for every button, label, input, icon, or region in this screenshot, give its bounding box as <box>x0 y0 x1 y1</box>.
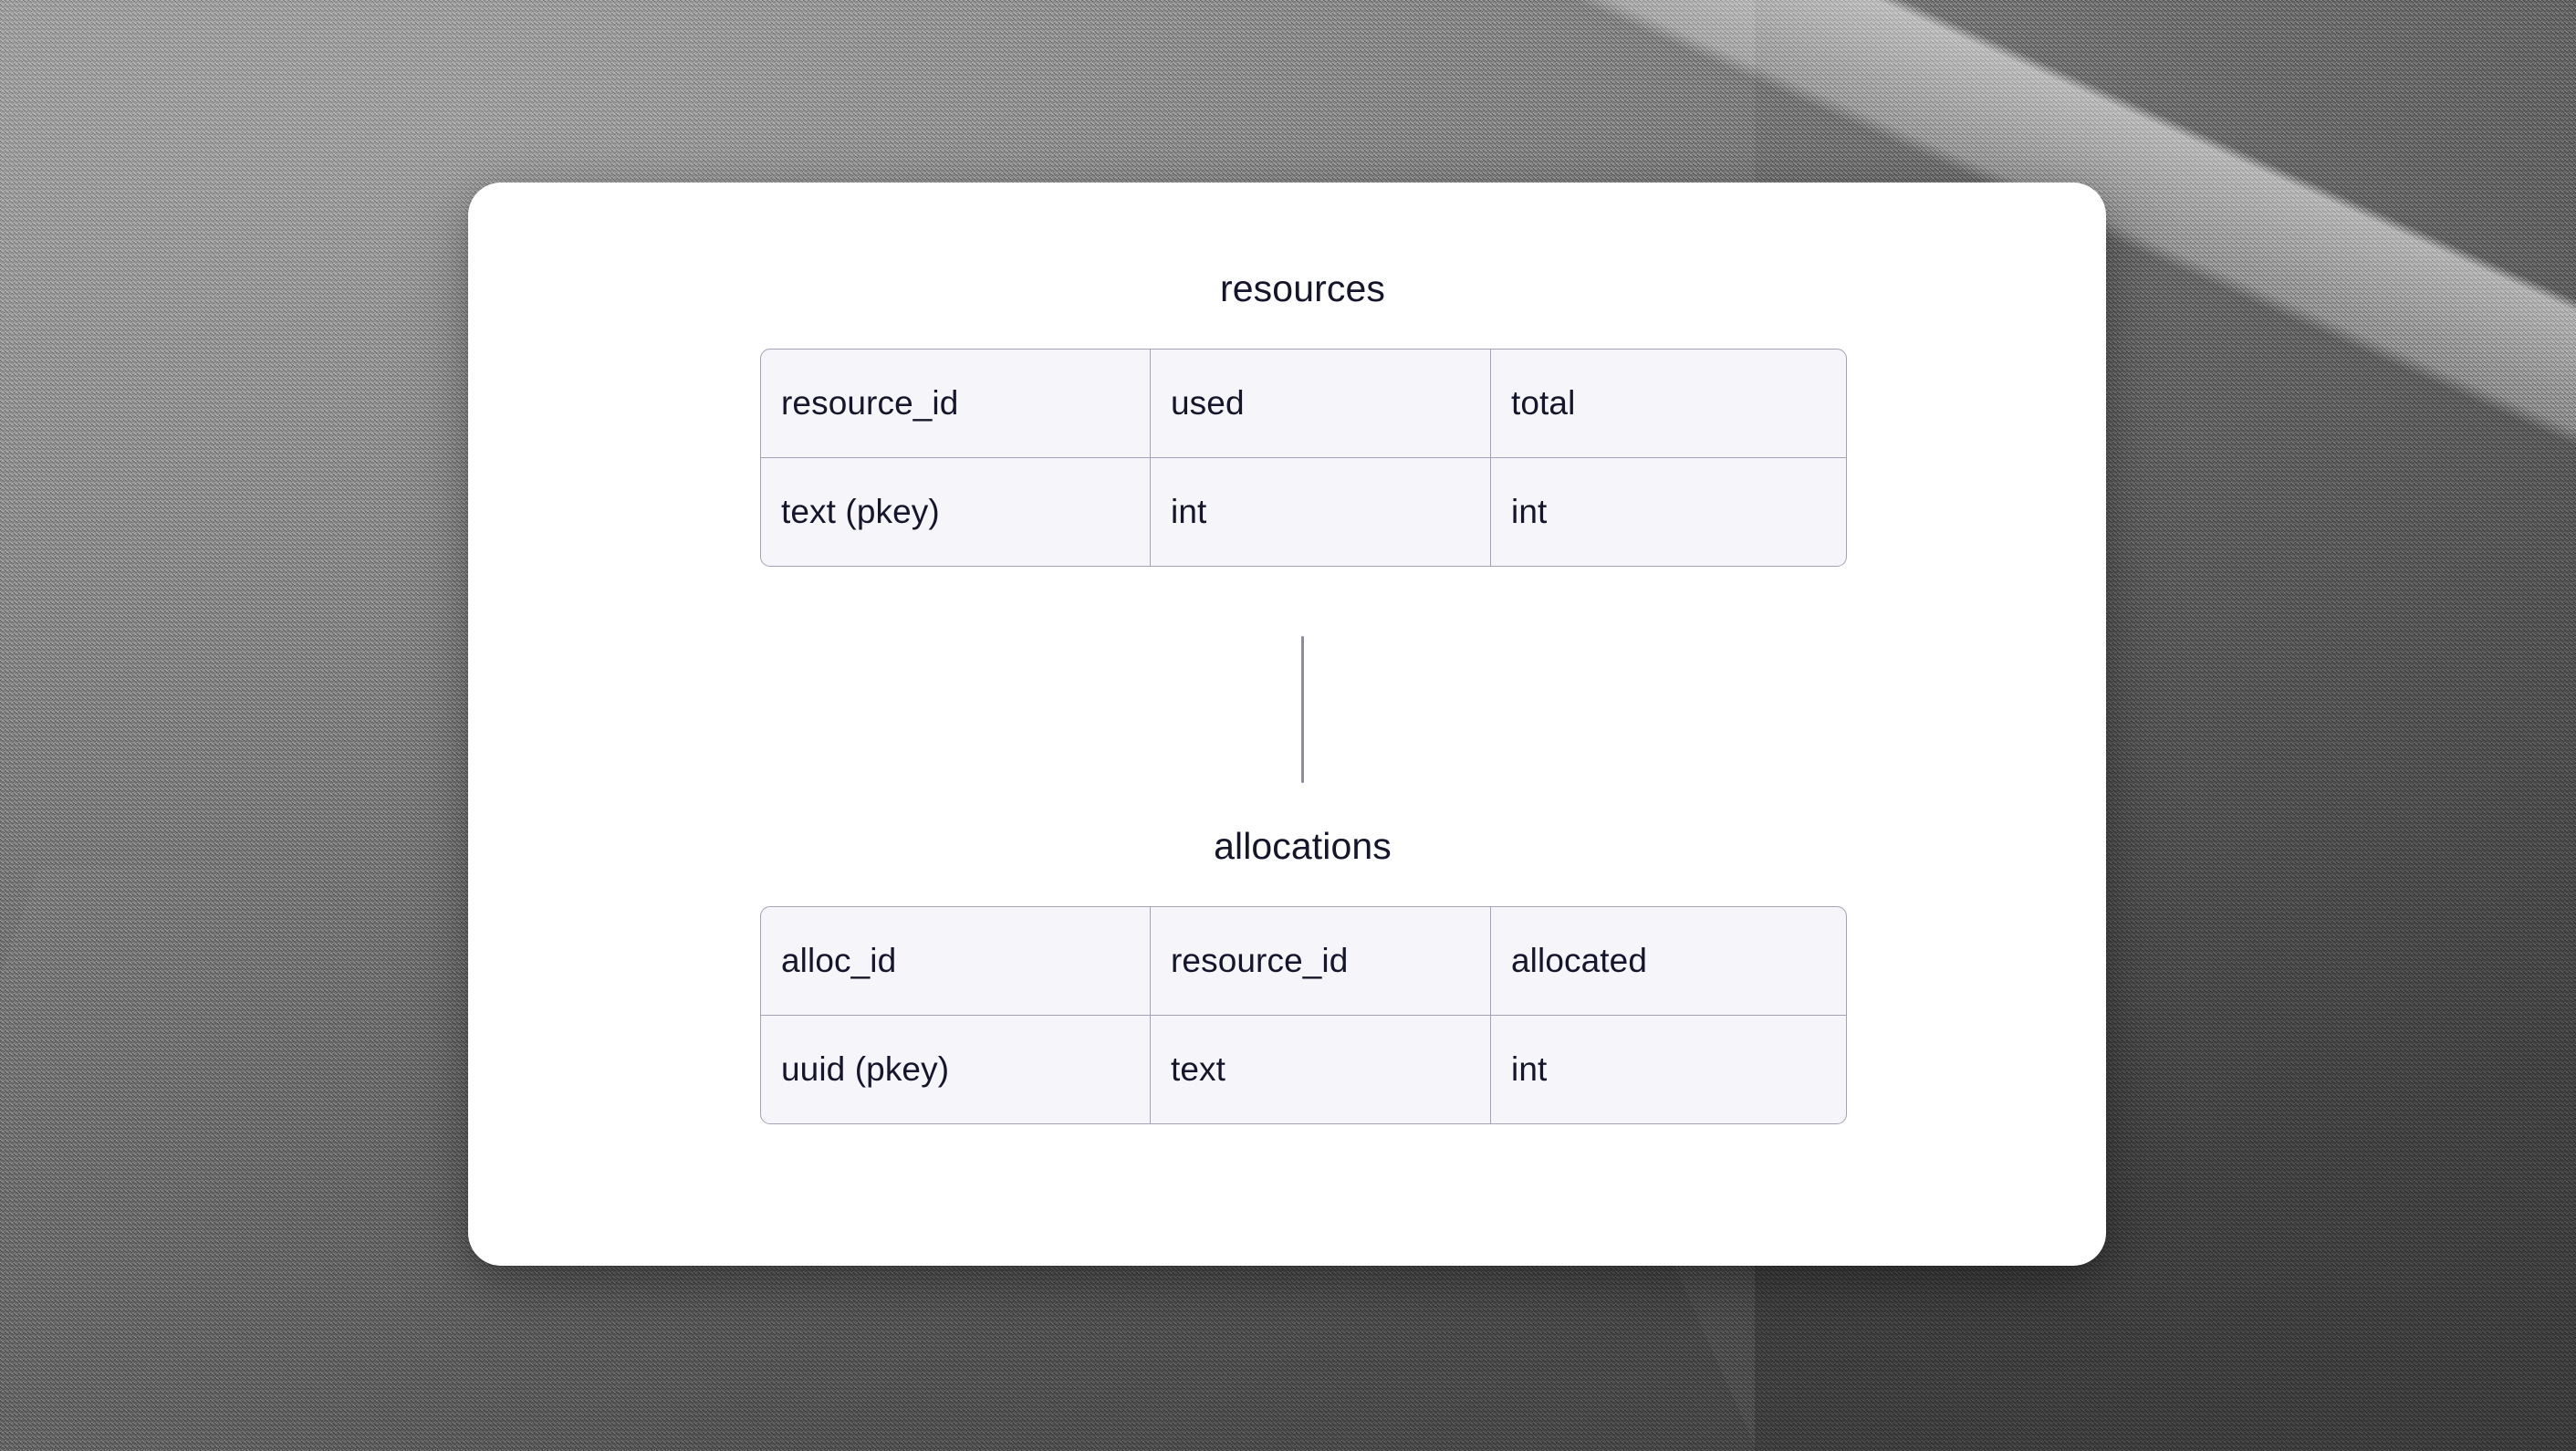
column-type-cell: int <box>1490 1015 1846 1123</box>
entity-table-resources: resource_id used total text (pkey) int i… <box>760 349 1847 567</box>
diagram-card: resources resource_id used total text (p… <box>468 183 2106 1266</box>
column-type-cell: int <box>1150 457 1490 566</box>
table-row-column-types: uuid (pkey) text int <box>761 1015 1846 1123</box>
table-row-column-names: alloc_id resource_id allocated <box>761 907 1846 1015</box>
entity-allocations: allocations alloc_id resource_id allocat… <box>760 825 1847 1124</box>
entity-table-allocations: alloc_id resource_id allocated uuid (pke… <box>760 906 1847 1124</box>
column-name-cell: allocated <box>1490 907 1846 1015</box>
column-name-cell: used <box>1150 350 1490 457</box>
table-row-column-names: resource_id used total <box>761 350 1846 457</box>
column-type-cell: text <box>1150 1015 1490 1123</box>
table-row-column-types: text (pkey) int int <box>761 457 1846 566</box>
column-name-cell: resource_id <box>781 384 959 422</box>
entity-title-allocations: allocations <box>1214 825 1392 867</box>
column-name-cell: resource_id <box>1150 907 1490 1015</box>
entity-resources: resources resource_id used total text (p… <box>760 267 1847 567</box>
column-name-cell: total <box>1490 350 1846 457</box>
column-name-cell: alloc_id <box>781 942 897 979</box>
relationship-connector-resources-allocations <box>1301 636 1304 783</box>
entity-title-resources: resources <box>1220 267 1385 309</box>
column-type-cell: text (pkey) <box>761 457 1150 566</box>
column-type-cell: uuid (pkey) <box>761 1015 1150 1123</box>
column-type-cell: int <box>1490 457 1846 566</box>
